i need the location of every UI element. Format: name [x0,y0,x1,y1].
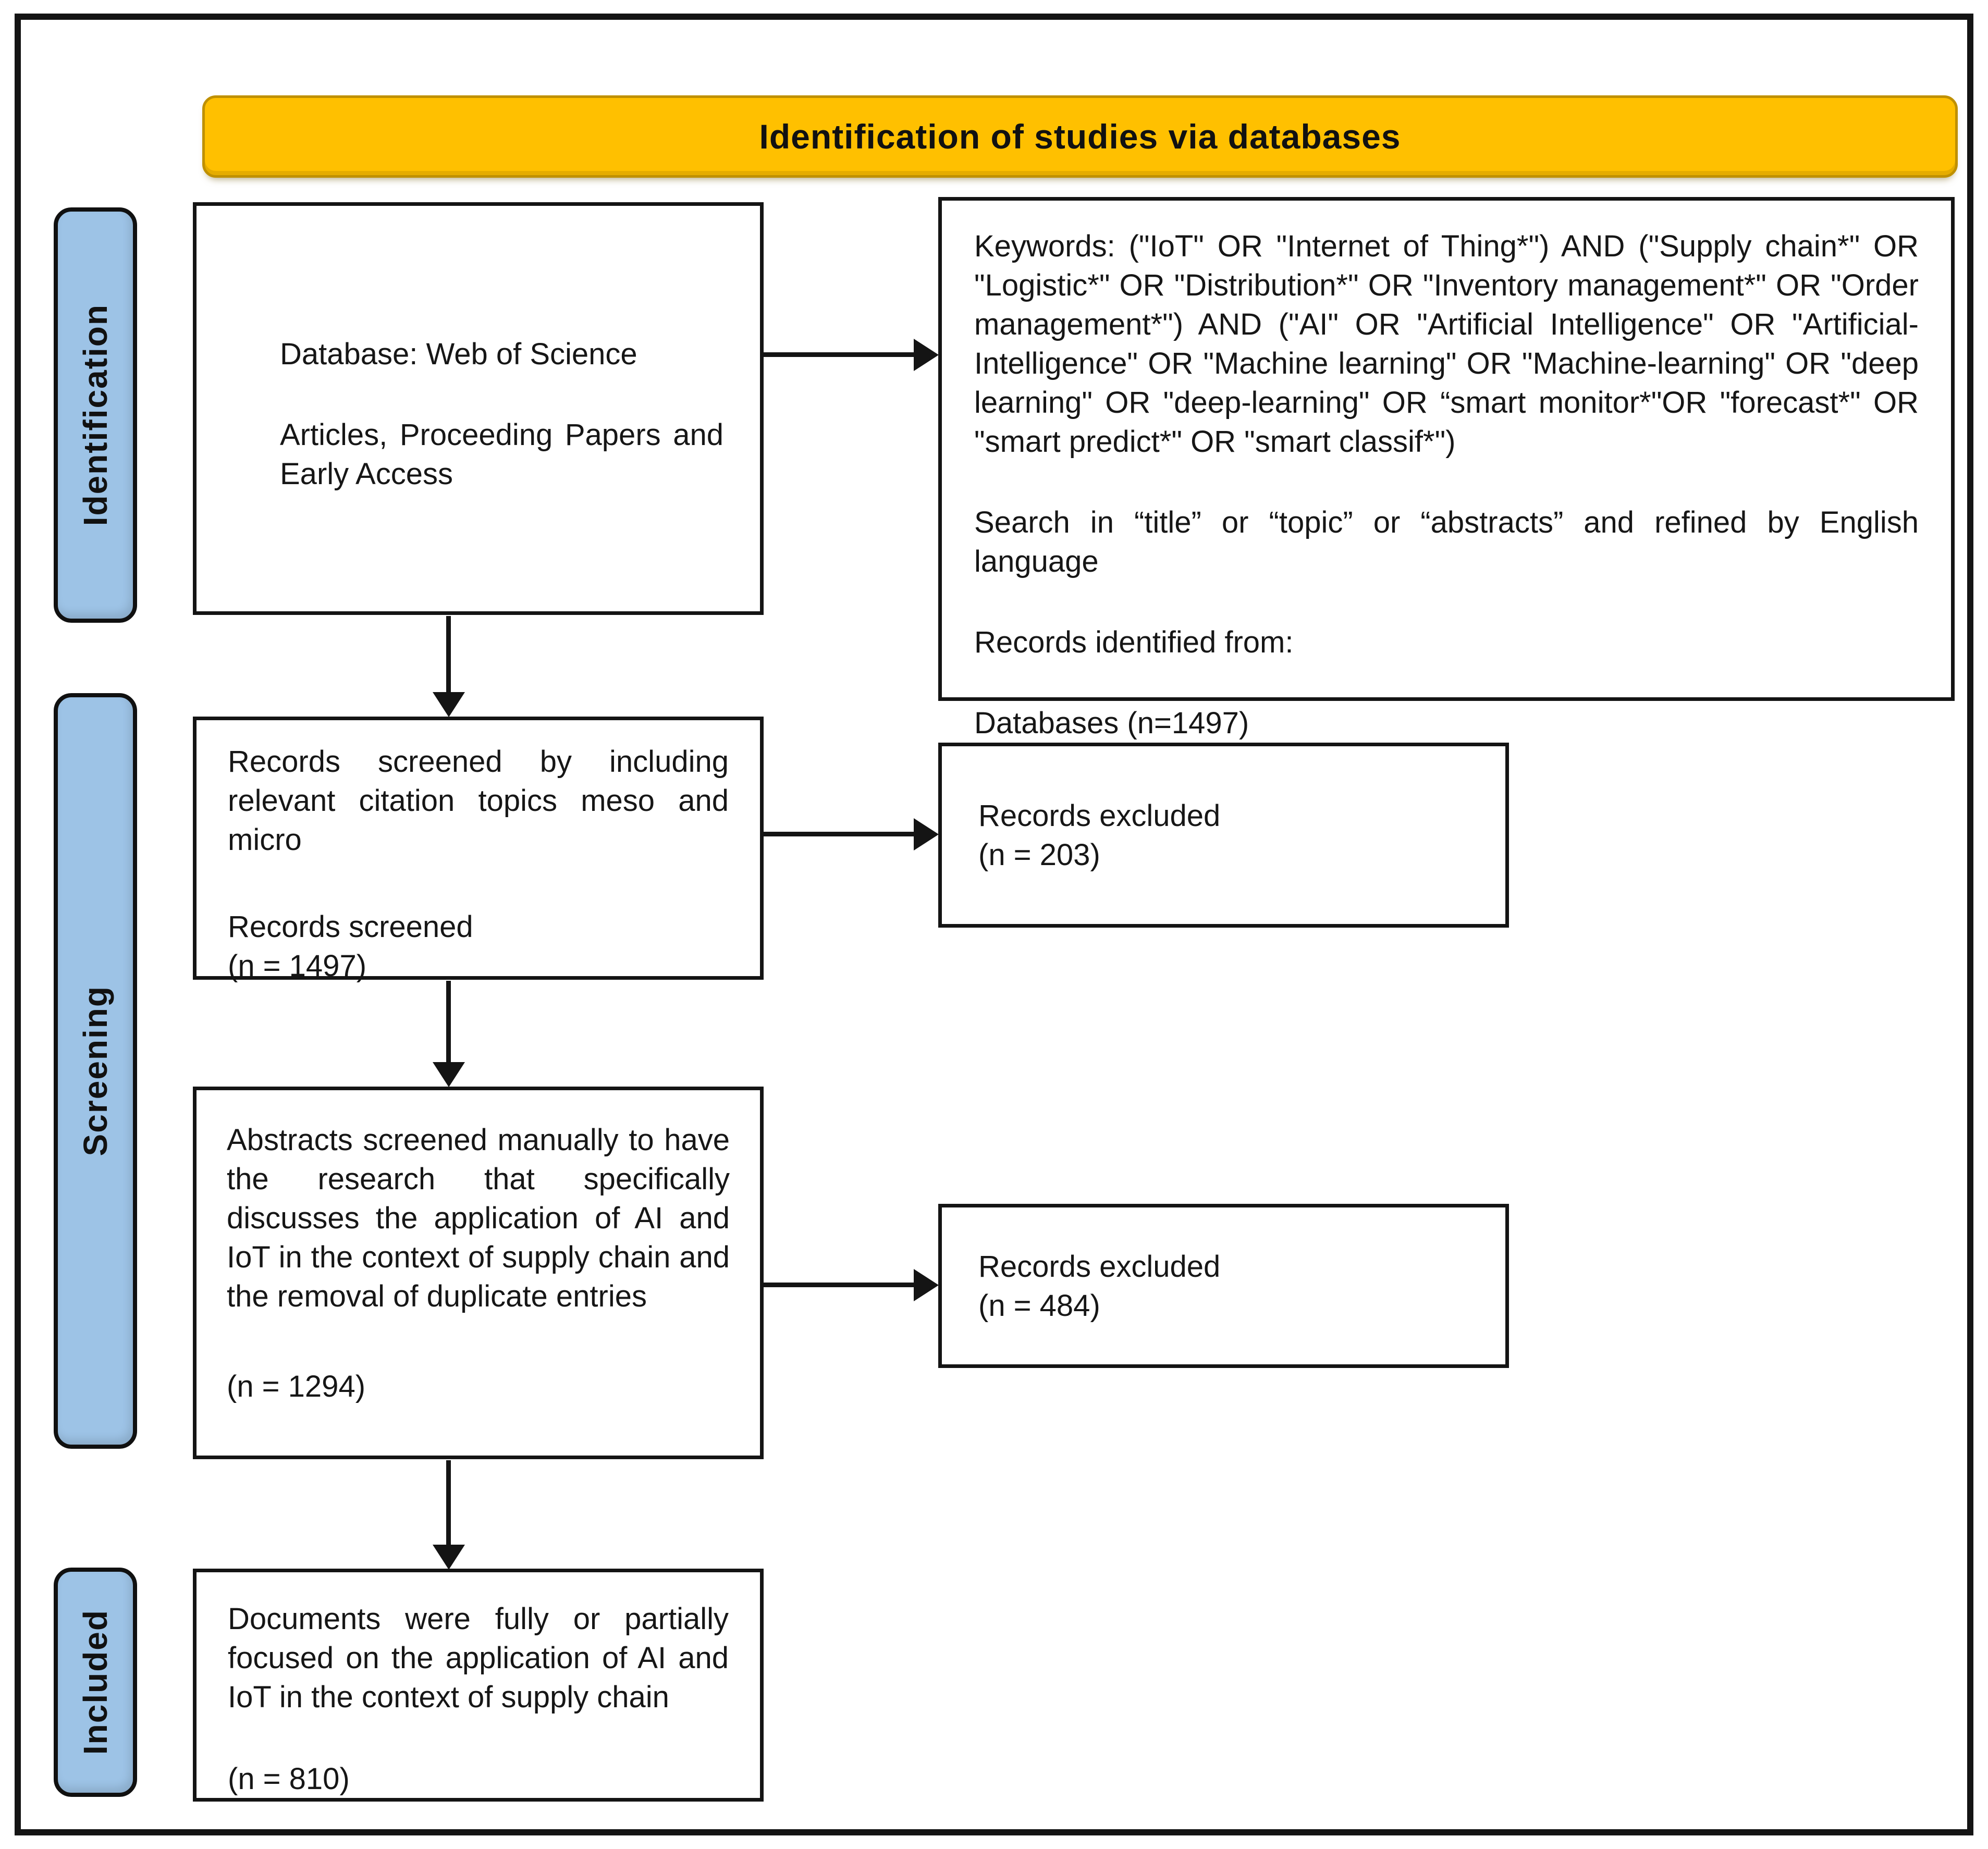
included-documents-description: Documents were fully or partially focuse… [228,1602,729,1714]
records-excluded-1-count: (n = 203) [978,837,1100,872]
included-documents-count: (n = 810) [228,1762,350,1796]
arrow-screened-to-abstracts [446,981,451,1062]
diagram-title-banner: Identification of studies via databases [202,95,1958,178]
stage-label-identification: Identification [54,207,137,623]
diagram-title: Identification of studies via databases [759,117,1401,156]
records-screened-count: (n = 1497) [228,949,367,983]
records-excluded-2-box: Records excluded (n = 484) [938,1204,1509,1368]
records-screened-box: Records screened by including relevant c… [193,717,764,983]
arrow-abstracts-to-included [446,1460,451,1545]
records-excluded-1-label: Records excluded [978,798,1221,833]
arrow-database-to-screened [446,616,451,692]
arrow-database-to-keywords [764,352,914,357]
stage-label-included: Included [54,1568,137,1797]
keywords-query: Keywords: ("IoT" OR "Internet of Thing*"… [974,229,1919,459]
included-documents-box: Documents were fully or partially focuse… [193,1569,764,1802]
records-identified-count: Databases (n=1497) [974,706,1249,740]
records-excluded-2-count: (n = 484) [978,1288,1100,1323]
keywords-search-scope: Search in “title” or “topic” or “abstrac… [974,506,1919,578]
abstracts-screened-box: Abstracts screened manually to have the … [193,1087,764,1459]
database-box: Database: Web of Science Articles, Proce… [193,202,764,615]
keywords-box: Keywords: ("IoT" OR "Internet of Thing*"… [938,197,1955,740]
records-excluded-1-box: Records excluded (n = 203) [938,743,1509,928]
stage-label-included-text: Included [77,1609,114,1755]
outer-border [15,14,1973,1835]
records-screened-description: Records screened by including relevant c… [228,745,729,857]
records-screened-label: Records screened [228,910,473,944]
abstracts-screened-description: Abstracts screened manually to have the … [227,1123,730,1313]
database-line: Database: Web of Science [280,337,637,371]
arrow-screened-to-excluded-1 [764,832,914,836]
stage-label-screening-text: Screening [77,985,114,1156]
arrow-abstracts-to-excluded-2 [764,1283,914,1287]
stage-label-screening: Screening [54,693,137,1449]
database-doc-types: Articles, Proceeding Papers and Early Ac… [280,417,723,491]
records-excluded-2-label: Records excluded [978,1249,1221,1284]
records-identified-label: Records identified from: [974,625,1294,659]
stage-label-identification-text: Identification [77,304,114,526]
abstracts-screened-count: (n = 1294) [227,1370,366,1403]
